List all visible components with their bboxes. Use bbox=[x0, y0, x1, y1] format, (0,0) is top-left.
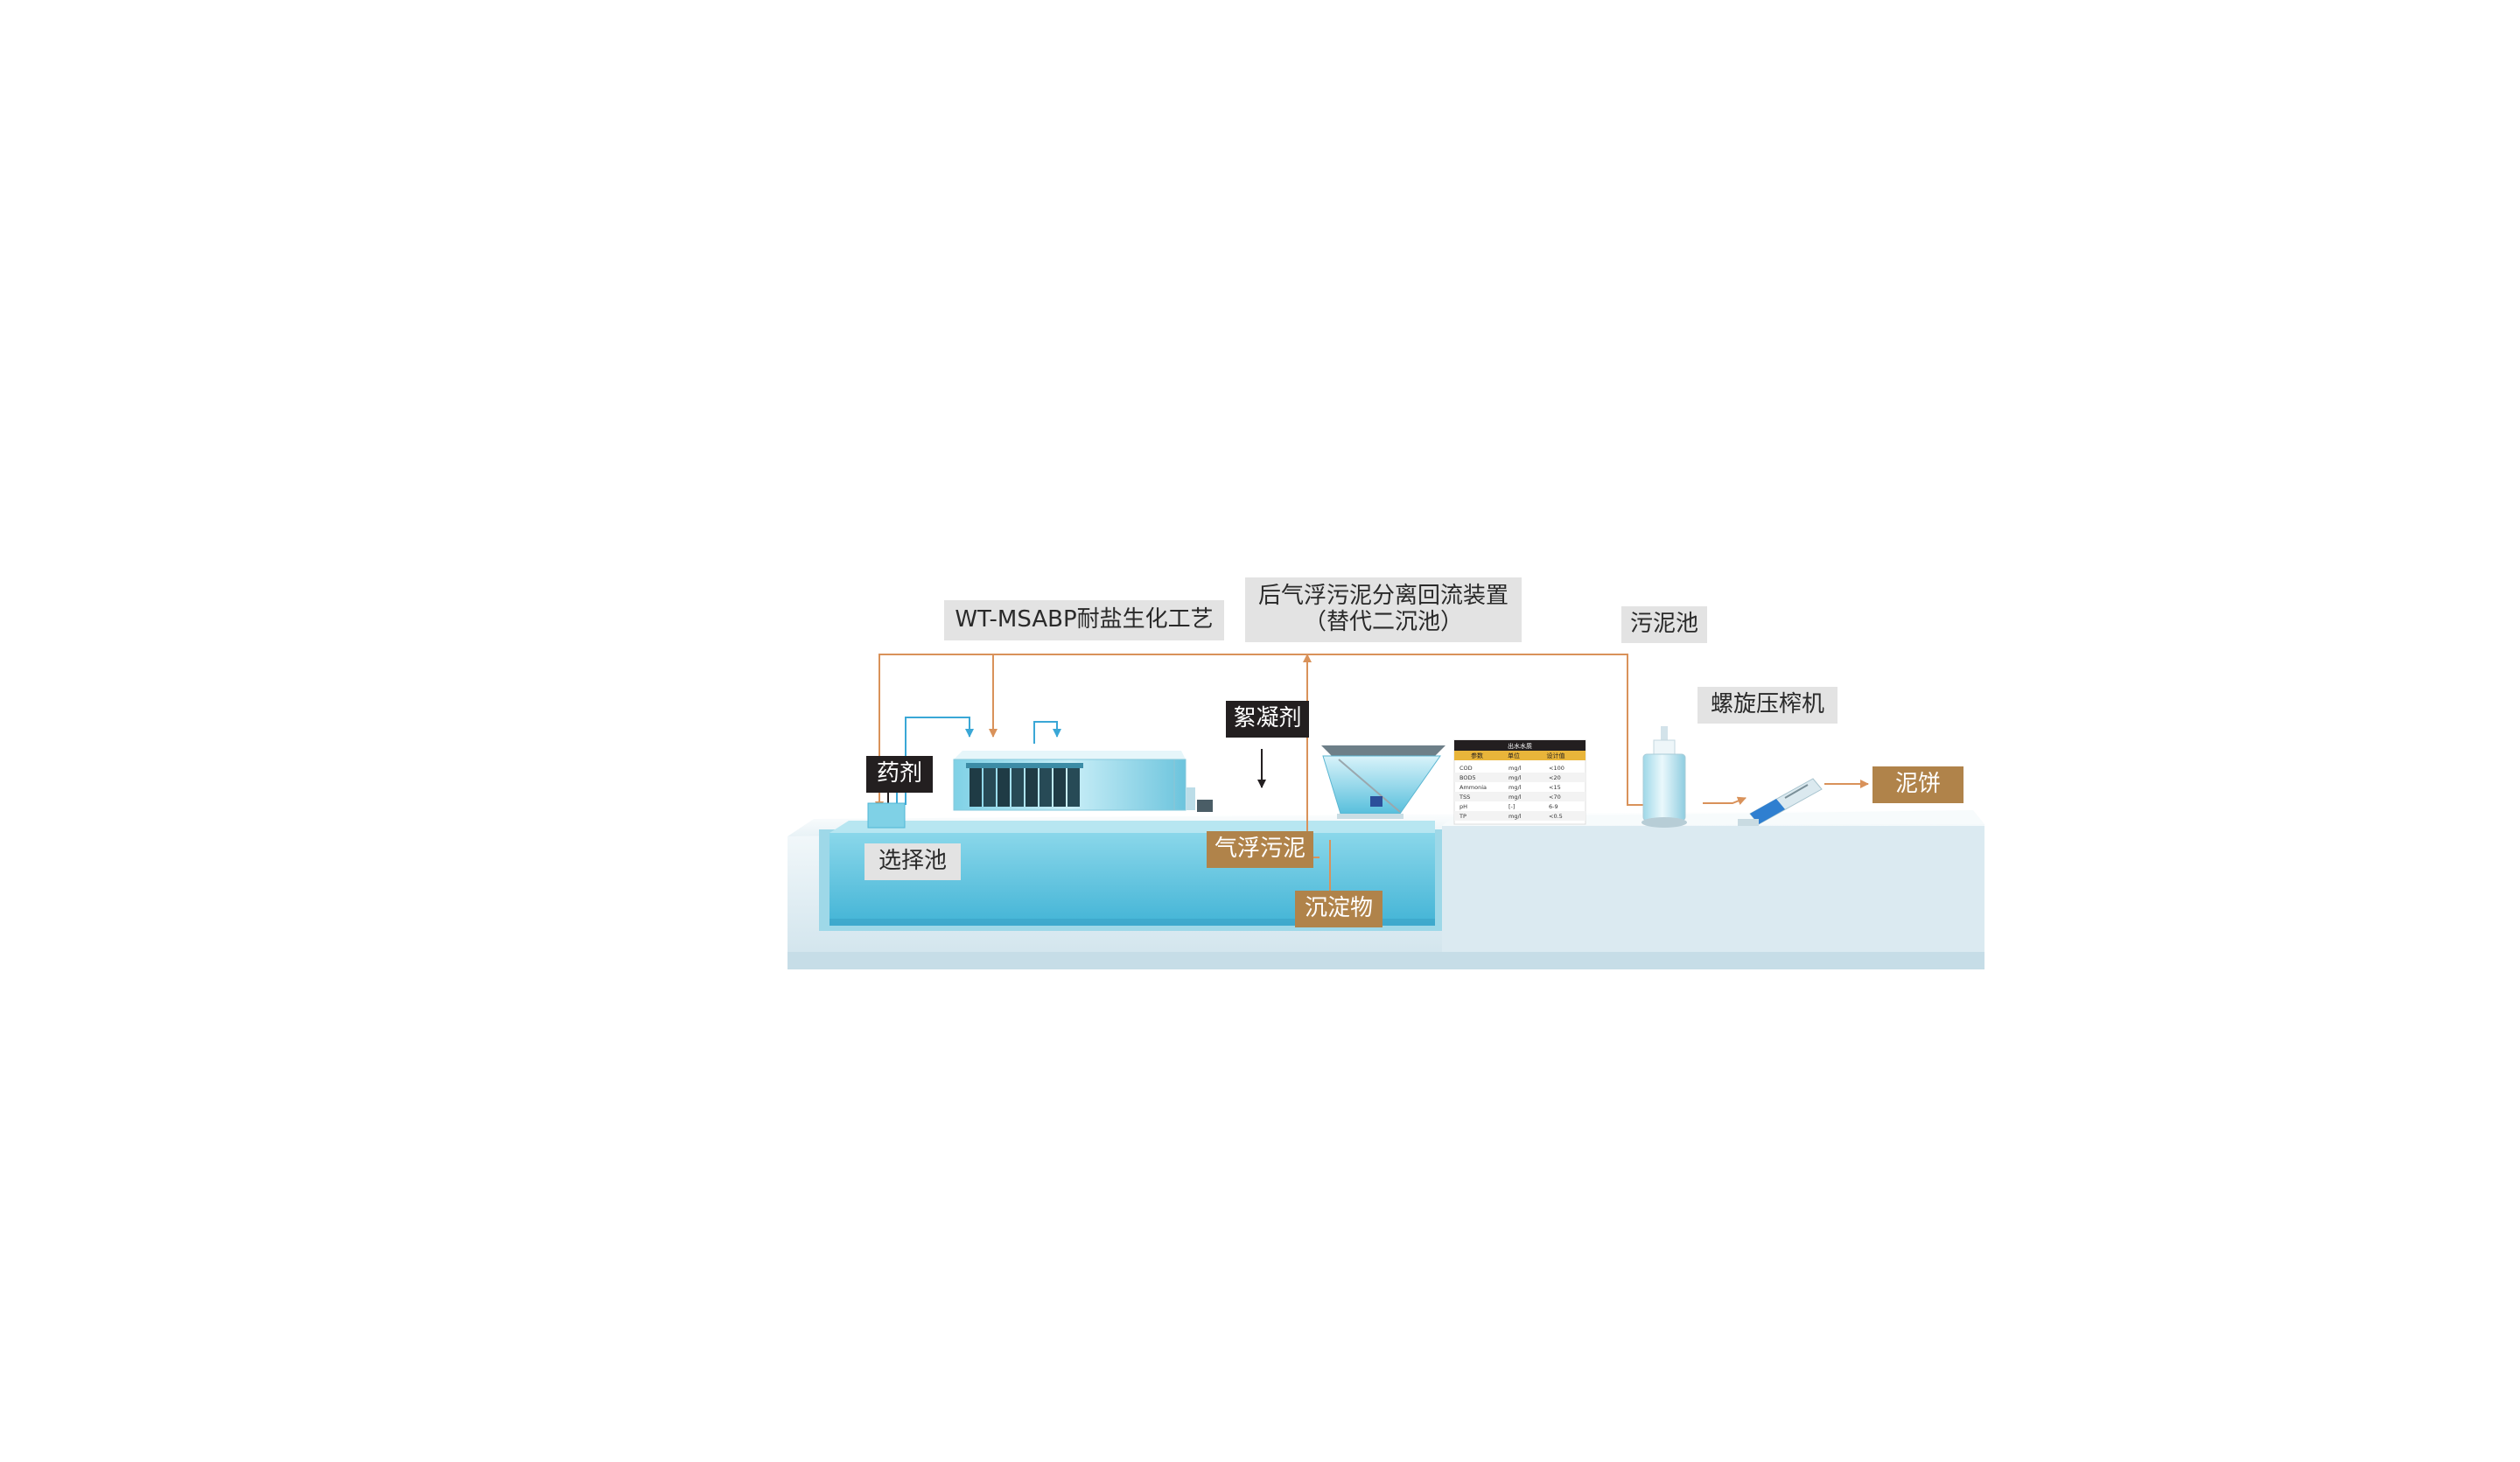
label-selection-tank: 选择池 bbox=[864, 843, 961, 880]
separator-pump bbox=[1370, 796, 1382, 807]
label-flocculant: 絮凝剂 bbox=[1226, 701, 1309, 738]
table-row-bg bbox=[1454, 773, 1586, 782]
table-cell: pH bbox=[1460, 803, 1467, 810]
label-separator-line1: 后气浮污泥分离回流装置 bbox=[1257, 583, 1508, 610]
membrane-module bbox=[998, 768, 1010, 807]
press-motor bbox=[1750, 799, 1785, 824]
table-cell: mg/l bbox=[1508, 774, 1522, 781]
table-title-bar bbox=[1454, 740, 1586, 751]
table-cell: [-] bbox=[1508, 803, 1515, 810]
label-sediment: 沉淀物 bbox=[1295, 891, 1382, 927]
table-cell: <70 bbox=[1549, 794, 1561, 801]
membrane-module bbox=[984, 768, 996, 807]
table-row-bg bbox=[1454, 792, 1586, 801]
daf-separator bbox=[1321, 745, 1446, 819]
table-cell: <100 bbox=[1549, 765, 1564, 772]
selection-tank-box bbox=[867, 802, 906, 829]
membrane-modules bbox=[966, 763, 1083, 807]
platform-right-block bbox=[1442, 826, 1984, 969]
table-cell: mg/l bbox=[1508, 784, 1522, 791]
label-chemical: 药剂 bbox=[866, 756, 933, 793]
membrane-module bbox=[1054, 768, 1066, 807]
table-cell: <20 bbox=[1549, 774, 1561, 781]
table-row-bg bbox=[1454, 811, 1586, 821]
table-cell: mg/l bbox=[1508, 794, 1522, 801]
label-screw-press: 螺旋压榨机 bbox=[1698, 687, 1838, 724]
cylinder-cap bbox=[1653, 739, 1676, 755]
press-screw-slot bbox=[1784, 784, 1809, 799]
table-cell: Ammonia bbox=[1460, 784, 1487, 791]
cylinder-body bbox=[1642, 753, 1686, 822]
label-separator-line2: （替代二沉池） bbox=[1303, 609, 1463, 635]
basin-back-wall bbox=[830, 821, 1435, 833]
table-header-param: 参数 bbox=[1471, 752, 1483, 759]
table-header-value: 设计值 bbox=[1547, 752, 1565, 759]
sludge-tank-cylinder bbox=[1642, 726, 1687, 828]
table-cell: COD bbox=[1460, 765, 1473, 772]
basin-floor-shade bbox=[830, 919, 1435, 926]
screw-press bbox=[1738, 778, 1823, 826]
label-float-sludge: 气浮污泥 bbox=[1207, 831, 1313, 868]
separator-baffle bbox=[1338, 759, 1401, 813]
bio-tank-pipe bbox=[1186, 787, 1195, 810]
bio-tank-top bbox=[954, 751, 1186, 759]
membrane-header-pipe bbox=[966, 763, 1083, 768]
label-sludge-tank: 污泥池 bbox=[1621, 606, 1707, 643]
platform-shadow bbox=[788, 952, 1984, 969]
bio-process-tank bbox=[953, 751, 1213, 812]
membrane-module bbox=[1040, 768, 1052, 807]
blue-return-line bbox=[1033, 721, 1061, 744]
selection-tank bbox=[867, 802, 906, 829]
membrane-module bbox=[970, 768, 982, 807]
table-cell: <15 bbox=[1549, 784, 1561, 791]
membrane-module bbox=[1026, 768, 1038, 807]
table-header-bar bbox=[1454, 751, 1586, 760]
table-title: 出水水质 bbox=[1508, 742, 1532, 750]
table-cell: TP bbox=[1459, 813, 1466, 820]
separator-lid bbox=[1321, 745, 1446, 756]
membrane-module bbox=[1012, 768, 1024, 807]
blower-box bbox=[1197, 800, 1213, 812]
table-cell: mg/l bbox=[1508, 765, 1522, 772]
label-sludge-cake: 泥饼 bbox=[1872, 766, 1964, 803]
table-header-unit: 单位 bbox=[1508, 752, 1520, 759]
label-separator: 后气浮污泥分离回流装置 （替代二沉池） bbox=[1245, 577, 1522, 642]
membrane-module bbox=[1068, 768, 1080, 807]
table-cell: TSS bbox=[1459, 794, 1470, 801]
table-cell: mg/l bbox=[1508, 813, 1522, 820]
cylinder-nozzle bbox=[1661, 726, 1668, 740]
label-bio-process: WT-MSABP耐盐生化工艺 bbox=[944, 600, 1224, 640]
table-cell: <0.5 bbox=[1549, 813, 1563, 820]
separator-base bbox=[1337, 814, 1404, 819]
flow-to-press bbox=[1703, 796, 1746, 805]
table-cell: 6-9 bbox=[1549, 803, 1558, 810]
cylinder-base bbox=[1642, 817, 1687, 828]
press-support bbox=[1738, 819, 1759, 826]
table-cell: BOD5 bbox=[1460, 774, 1476, 781]
